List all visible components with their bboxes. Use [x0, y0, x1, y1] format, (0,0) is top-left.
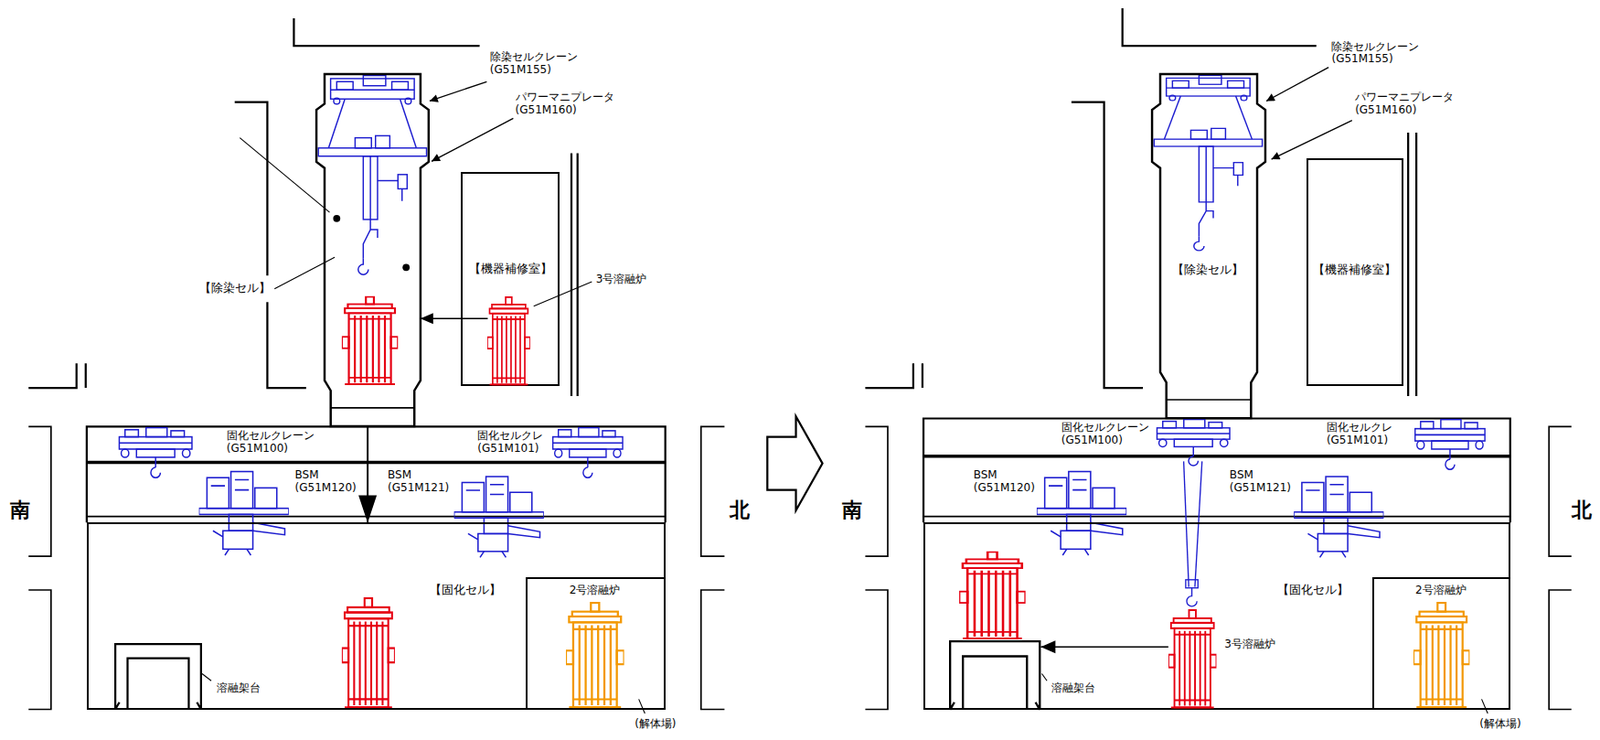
node-label: 【固化セル】 [1277, 583, 1349, 598]
flow-arrow [358, 426, 377, 523]
melter: 2号溶融炉 [565, 601, 625, 709]
bsm-manipulator [454, 476, 544, 557]
cell-crane [1415, 419, 1485, 470]
building-walls [28, 8, 1511, 523]
marker-dot [402, 263, 410, 271]
node-label: 【固化セル】 [429, 583, 502, 598]
bsm-rail [86, 515, 1511, 518]
callout-arrow [429, 67, 1353, 162]
equipment-label: 除染セルクレーン (G51M155) [1331, 41, 1419, 67]
equipment-label: BSM (G51M120) [973, 469, 1035, 495]
dismantling-area: (解体場)2号溶融炉 [1372, 576, 1511, 710]
stand-outline [949, 640, 1041, 710]
bsm-manipulator [1036, 471, 1127, 556]
melter-outline [565, 601, 625, 709]
direction-label: 南 [842, 498, 863, 522]
stand-outline [114, 642, 203, 710]
node-label: (解体場) [1479, 717, 1521, 731]
melter: 2号溶融炉 [1413, 601, 1470, 709]
equipment-label: 固化セルクレーン (G51M100) [226, 429, 315, 456]
equipment-label: BSM (G51M121) [1229, 469, 1291, 495]
equipment-label: 除染セルクレーン (G51M155) [490, 51, 578, 77]
vitrification-cell: 【固化セル】(解体場)2号溶融炉溶融架台 [86, 522, 666, 709]
decon-crane-manipulator [1153, 74, 1262, 250]
melter [341, 597, 395, 707]
cell-crane [1156, 419, 1230, 466]
node-label: 溶融架台 [1051, 682, 1096, 695]
vitrification-cell: 【固化セル】(解体場)2号溶融炉溶融架台3号溶融炉 [923, 522, 1511, 709]
direction-label: 北 [1571, 498, 1592, 522]
crane-cable [1184, 460, 1203, 606]
melter [959, 551, 1026, 638]
cell-crane [553, 427, 623, 479]
cell-crane [118, 427, 192, 479]
cell-outline [324, 74, 421, 427]
melter [341, 296, 398, 384]
decon-crane-manipulator [318, 75, 427, 276]
equipment-label: 固化セルクレーン (G51M100) [1061, 421, 1150, 448]
equipment-label: パワーマニプレータ (G51M160) [1354, 91, 1454, 118]
decon-cell: 【除染セル】 [324, 74, 421, 427]
node-label: 【機器補修室】 [469, 262, 553, 277]
node-label: 2号溶融炉 [569, 584, 621, 598]
node-label: 【機器補修室】 [1312, 263, 1397, 278]
equipment-label: BSM (G51M121) [387, 469, 449, 495]
equipment-label: BSM (G51M120) [295, 469, 357, 495]
melter-outline [1168, 608, 1216, 709]
melter-stand: 溶融架台 [949, 640, 1041, 710]
node-label: (解体場) [634, 717, 676, 731]
node-label: 溶融架台 [216, 682, 261, 695]
equipment-label: 固化セルクレ (G51M101) [1326, 421, 1393, 448]
flow-arrow [1040, 640, 1169, 653]
equipment-label: 固化セルクレ (G51M101) [477, 429, 544, 456]
melter-stand: 溶融架台 [114, 642, 203, 710]
node-label: 3号溶融炉 [1224, 638, 1276, 651]
bsm-manipulator [199, 471, 289, 556]
flow-arrow [420, 312, 489, 324]
dismantling-area: (解体場)2号溶融炉 [525, 576, 666, 710]
equipment-label: パワーマニプレータ (G51M160) [515, 91, 615, 118]
decon-cell: 【除染セル】 [1160, 74, 1258, 418]
marker-dot [332, 214, 341, 223]
node-label: 3号溶融炉 [596, 273, 648, 287]
melter: 3号溶融炉 [1168, 608, 1216, 709]
cell-outline [1160, 74, 1258, 418]
repair-room: 【機器補修室】 3号溶融炉 [460, 171, 559, 386]
repair-room: 【機器補修室】 [1306, 158, 1404, 386]
direction-label: 南 [10, 498, 31, 522]
melter-outline [487, 296, 531, 386]
bsm-manipulator [1293, 476, 1384, 557]
melter-outline [1413, 601, 1470, 709]
direction-label: 北 [729, 498, 750, 522]
node-label: 【除染セル】 [1172, 263, 1244, 278]
node-label: 【除染セル】 [199, 281, 271, 296]
node-label: 2号溶融炉 [1415, 584, 1467, 598]
step-arrow [767, 416, 822, 511]
melter: 3号溶融炉 [487, 296, 531, 386]
